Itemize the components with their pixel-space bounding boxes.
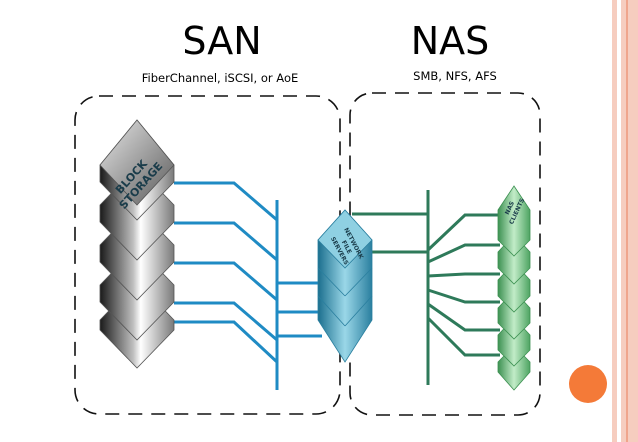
san-link-1 (174, 181, 278, 222)
san-subtitle: FiberChannel, iSCSI, or AoE (142, 71, 299, 85)
san-title: SAN (182, 19, 261, 63)
nas-links (352, 190, 500, 385)
nas-title: NAS (411, 19, 490, 63)
san-link-3 (174, 261, 278, 302)
server-slice-2 (344, 267, 373, 297)
accent-circle (569, 365, 607, 403)
server-slice-3 (317, 295, 346, 327)
block-storage-stack: BLOCK STORAGE (99, 119, 175, 369)
san-link-5 (174, 320, 279, 364)
nas-client-link-6 (426, 316, 500, 357)
server-slice-1 (317, 267, 346, 297)
storage-top-face (99, 119, 175, 206)
san-links (174, 181, 322, 390)
nas-client-link-3 (427, 272, 500, 278)
slide-border-band (612, 0, 638, 442)
nas-client-link-1 (426, 213, 500, 252)
nas-subtitle: SMB, NFS, AFS (413, 69, 497, 83)
san-link-4 (174, 301, 278, 342)
nas-clients-stack: NAS CLIENTS (497, 185, 531, 391)
network-file-servers: NETWORK FILE SERVERS (317, 209, 373, 363)
nas-client-link-5 (427, 302, 500, 332)
nas-client-link-2 (427, 243, 500, 264)
server-top-face (317, 209, 373, 269)
san-link-2 (174, 221, 278, 262)
server-slice-4 (344, 295, 373, 327)
slide-border-line (626, 0, 628, 442)
client-1 (497, 185, 531, 257)
nas-client-link-4 (427, 288, 500, 304)
san-boundary (74, 95, 341, 415)
slide-border-gap (617, 0, 621, 442)
